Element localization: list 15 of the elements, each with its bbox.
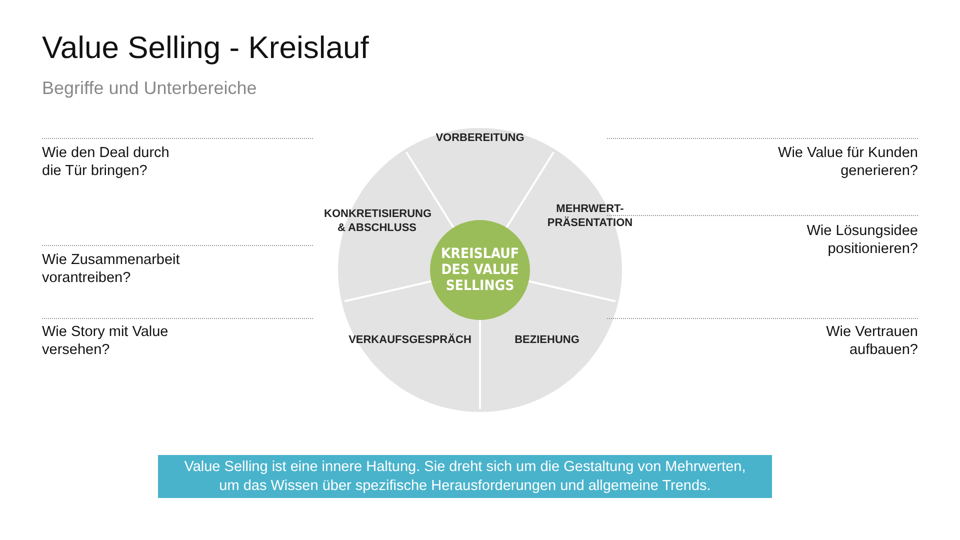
segment-label: BEZIEHUNG xyxy=(507,333,587,347)
segment-label: VERKAUFSGESPRÄCH xyxy=(345,333,475,347)
segment-label: VORBEREITUNG xyxy=(420,131,540,145)
question-text: Wie Story mit Value versehen? xyxy=(42,323,170,359)
subtitle: Begriffe und Unterbereiche xyxy=(42,78,258,99)
question-text: Wie Lösungsidee positionieren? xyxy=(806,222,918,258)
question-text: Wie Vertrauen aufbauen? xyxy=(825,323,918,359)
center-circle: KREISLAUF DES VALUE SELLINGS xyxy=(430,220,530,320)
question-text: Wie den Deal durch die Tür bringen? xyxy=(42,144,170,180)
question-text: Wie Value für Kunden generieren? xyxy=(777,144,918,180)
segment-label: MEHRWERT-PRÄSENTATION xyxy=(538,202,642,230)
question-text: Wie Zusammenarbeit vorantreiben? xyxy=(42,251,181,287)
title: Value Selling - Kreislauf xyxy=(42,30,369,66)
statement-banner: Value Selling ist eine innere Haltung. Sie dreht sich um die Gestaltung von Mehrwerten, um das Wissen über spezifische Herausforderungen und allgemeine Trends. xyxy=(158,455,772,498)
segment-label: KONKRETISIERUNG & ABSCHLUSS xyxy=(324,207,430,235)
